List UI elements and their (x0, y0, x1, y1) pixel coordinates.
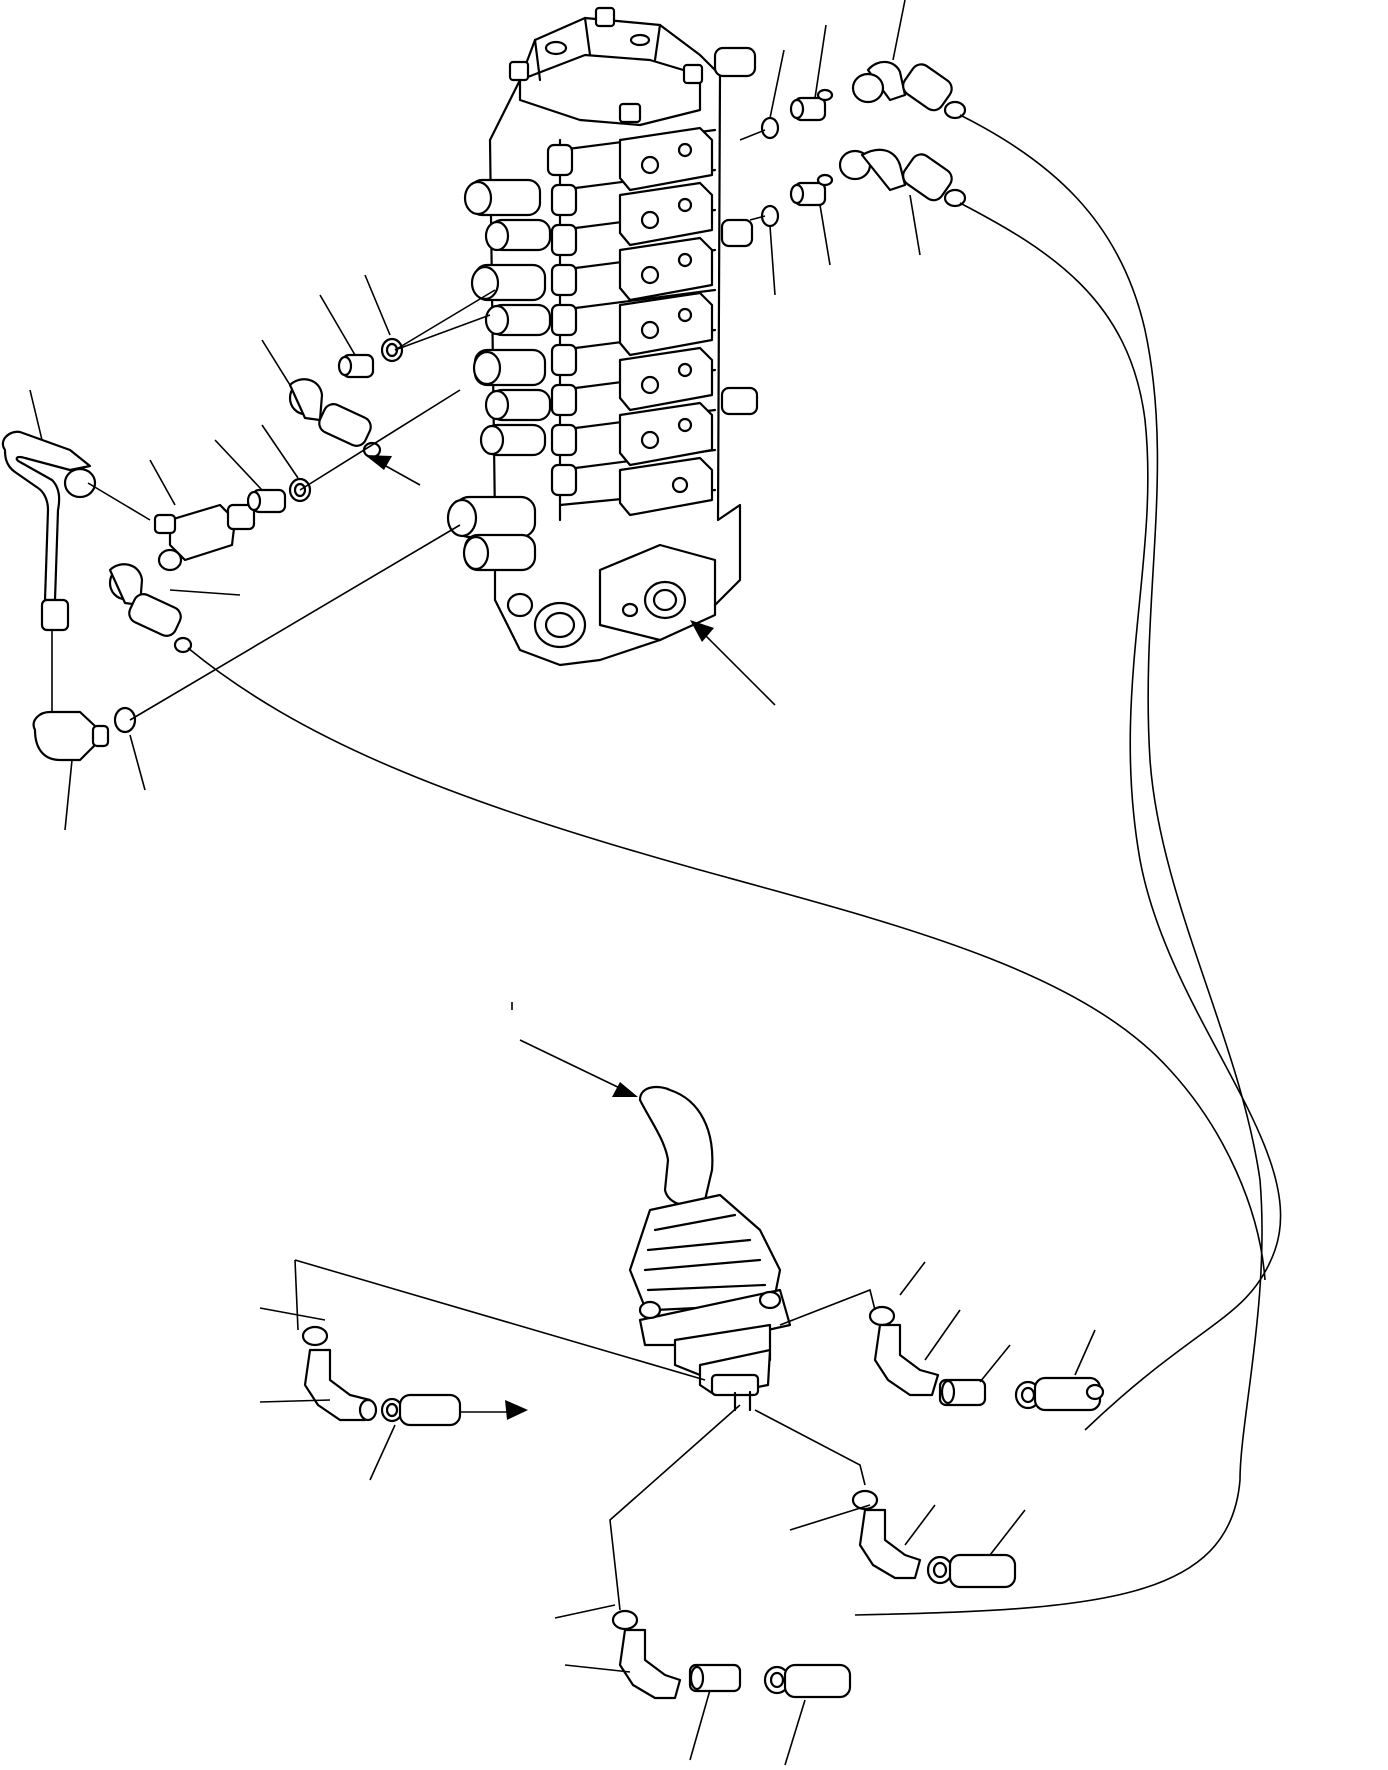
joystick-port-fittings (260, 1260, 1103, 1765)
top-right-hose-assemblies (740, 0, 1281, 1615)
left-hose-assembly (3, 275, 1265, 1280)
joystick-control-lever (630, 1087, 790, 1410)
control-valve-block (448, 8, 757, 665)
direction-arrows (365, 455, 775, 1097)
